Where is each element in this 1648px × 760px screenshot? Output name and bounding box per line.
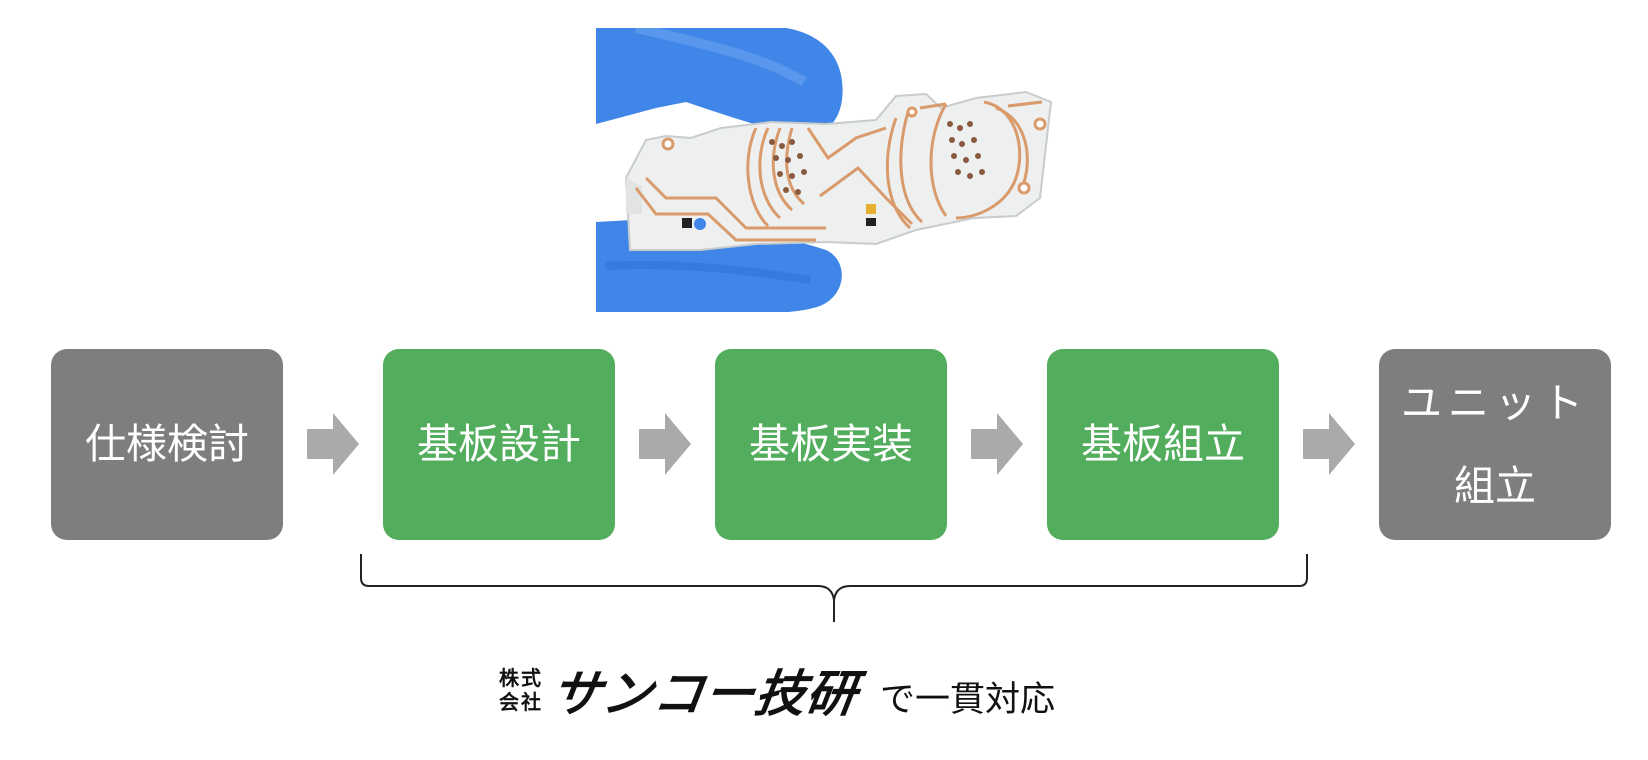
right-arrow-icon	[307, 413, 359, 475]
kabu-char: 会	[499, 690, 519, 714]
step-label-line2: 組立	[1454, 461, 1536, 510]
kabu-char: 社	[521, 690, 541, 714]
flexible-pcb-photo	[596, 28, 1070, 312]
kabu-char: 式	[521, 666, 541, 690]
step-spec-review: 仕様検討	[51, 349, 283, 540]
kabushiki-kaisha-mark: 株 式 会 社	[498, 666, 542, 714]
step-label: 基板設計	[417, 420, 581, 468]
step-label: 基板実装	[749, 420, 913, 468]
step-unit-assembly: ユニット 組立	[1379, 349, 1611, 540]
right-arrow-icon	[1303, 413, 1355, 475]
company-footer: 株 式 会 社 サンコー技研 で一貫対応	[498, 660, 1056, 723]
step-label: 仕様検討	[85, 420, 249, 468]
right-arrow-icon	[971, 413, 1023, 475]
step-board-assembly: 基板組立	[1047, 349, 1279, 540]
coverage-brace	[356, 552, 1312, 624]
kabu-char: 株	[499, 666, 519, 690]
company-name: サンコー技研	[547, 665, 862, 723]
step-label: 基板組立	[1081, 420, 1245, 468]
step-label-line1: ユニット	[1401, 378, 1589, 427]
footer-suffix: で一貫対応	[880, 679, 1056, 720]
step-board-design: 基板設計	[383, 349, 615, 540]
step-board-mounting: 基板実装	[715, 349, 947, 540]
right-arrow-icon	[639, 413, 691, 475]
